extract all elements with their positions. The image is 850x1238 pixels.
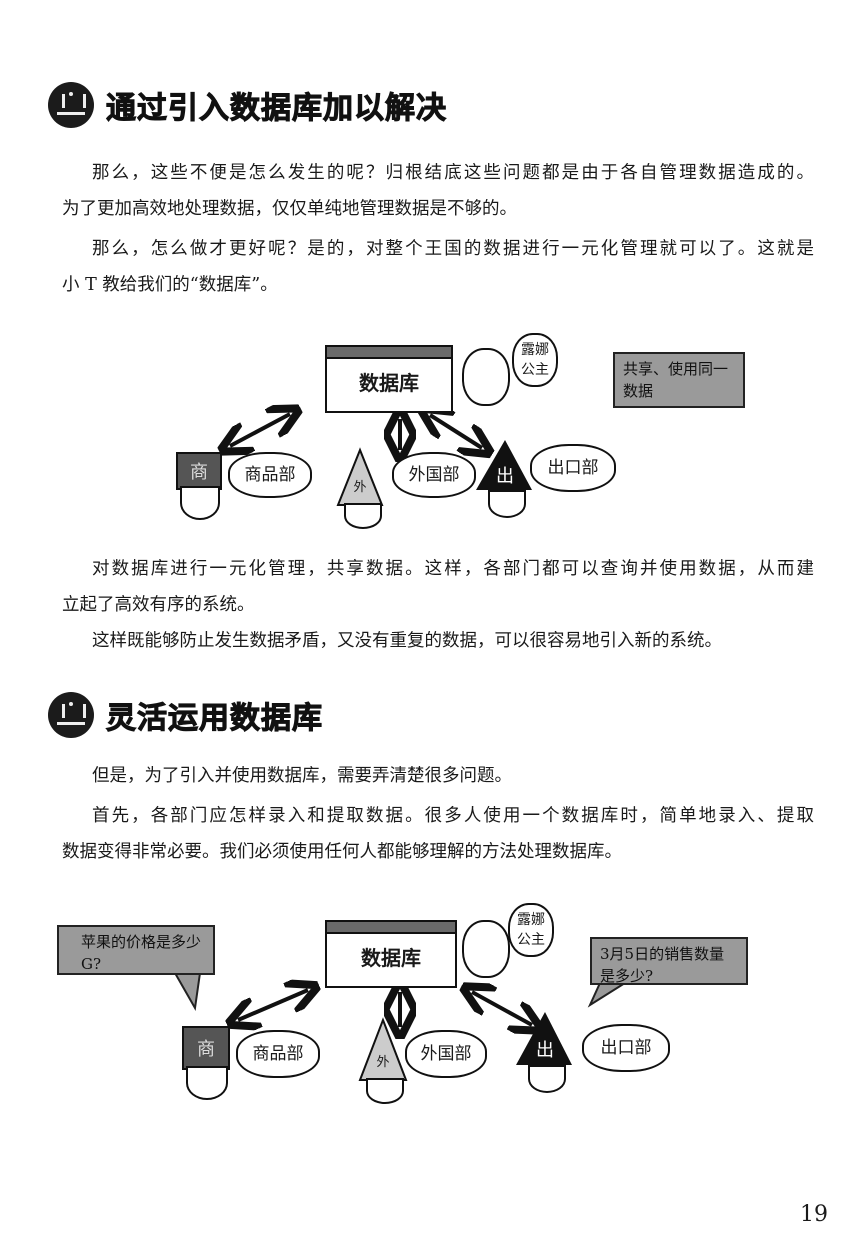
text-line: 但是，为了引入并使用数据库，需要弄清楚很多问题。: [92, 766, 512, 786]
department-bubble: 商品部: [236, 1030, 320, 1078]
department-bubble: 商品部: [228, 452, 312, 498]
text-line: 为了更加高效地处理数据，仅仅单纯地管理数据是不够的。: [62, 199, 517, 219]
crown-icon: [48, 82, 94, 128]
hat-icon: 商: [182, 1026, 230, 1070]
speech-tail: [587, 982, 629, 1008]
character-face: [528, 1065, 566, 1093]
question-box-left: 苹果的价格是多少G?: [57, 925, 215, 975]
database-box: 数据库: [325, 920, 457, 988]
arrow-left: [230, 414, 290, 446]
hat-label: 出: [496, 466, 514, 487]
hat-label: 外: [376, 1054, 390, 1070]
paragraph: 对数据库进行一元化管理，共享数据。这样，各部门都可以查询并使用数据，从而建 立起…: [62, 551, 814, 659]
princess-avatar: [462, 920, 510, 978]
text-line: 立起了高效有序的系统。: [62, 595, 255, 615]
princess-avatar: [462, 348, 510, 406]
text-line: 这样既能够防止发生数据矛盾，又没有重复的数据，可以很容易地引入新的系统。: [92, 631, 722, 651]
speech-tail: [173, 972, 202, 1012]
arrow-right: [430, 415, 482, 448]
character-face: [344, 503, 382, 529]
department-bubble: 出口部: [530, 444, 616, 492]
text-line: 那么，怎么做才更好呢？是的，对整个王国的数据进行一元化管理就可以了。这就是: [92, 239, 814, 259]
text-line: 数据变得非常必要。我们必须使用任何人都能够理解的方法处理数据库。: [62, 842, 622, 862]
database-label: 数据库: [361, 946, 421, 970]
text-line: 首先，各部门应怎样录入和提取数据。很多人使用一个数据库时，简单地录入、提取: [92, 806, 814, 826]
cone-hat-icon: [358, 1017, 408, 1081]
note-box: 共享、使用同一数据: [613, 352, 745, 408]
text-line: 对数据库进行一元化管理，共享数据。这样，各部门都可以查询并使用数据，从而建: [92, 559, 814, 579]
database-box: 数据库: [325, 345, 453, 413]
character-face: [488, 490, 526, 518]
princess-speech-bubble: 露娜公主: [512, 333, 558, 387]
pointed-hat-icon: [516, 1012, 572, 1065]
pointed-hat-icon: [476, 440, 532, 490]
hat-icon: 商: [176, 452, 222, 490]
arrow-right: [472, 992, 532, 1025]
hat-label: 出: [536, 1040, 554, 1061]
princess-speech-bubble: 露娜公主: [508, 903, 554, 957]
section-heading-1: 通过引入数据库加以解决: [48, 82, 447, 128]
section-title: 通过引入数据库加以解决: [106, 91, 447, 127]
page-number: 19: [800, 1202, 828, 1227]
arrow-left: [238, 990, 308, 1020]
cone-hat-icon: [336, 447, 384, 506]
department-bubble: 外国部: [392, 452, 476, 498]
database-label: 数据库: [359, 371, 419, 395]
department-bubble: 出口部: [582, 1024, 670, 1072]
section-heading-2: 灵活运用数据库: [48, 692, 323, 738]
text-line: 那么，这些不便是怎么发生的呢？归根结底这些问题都是由于各自管理数据造成的。: [92, 163, 814, 183]
paragraph: 那么，这些不便是怎么发生的呢？归根结底这些问题都是由于各自管理数据造成的。 为了…: [62, 155, 814, 303]
question-box-right: 3月5日的销售数量是多少?: [590, 937, 748, 985]
hat-label: 外: [353, 479, 367, 495]
paragraph: 但是，为了引入并使用数据库，需要弄清楚很多问题。 首先，各部门应怎样录入和提取数…: [62, 758, 814, 870]
department-bubble: 外国部: [405, 1030, 487, 1078]
character-face: [186, 1066, 228, 1100]
character-face: [180, 486, 220, 520]
character-face: [366, 1078, 404, 1104]
text-line: 小 T 教给我们的“数据库”。: [62, 275, 278, 295]
crown-icon: [48, 692, 94, 738]
section-title: 灵活运用数据库: [106, 701, 323, 737]
